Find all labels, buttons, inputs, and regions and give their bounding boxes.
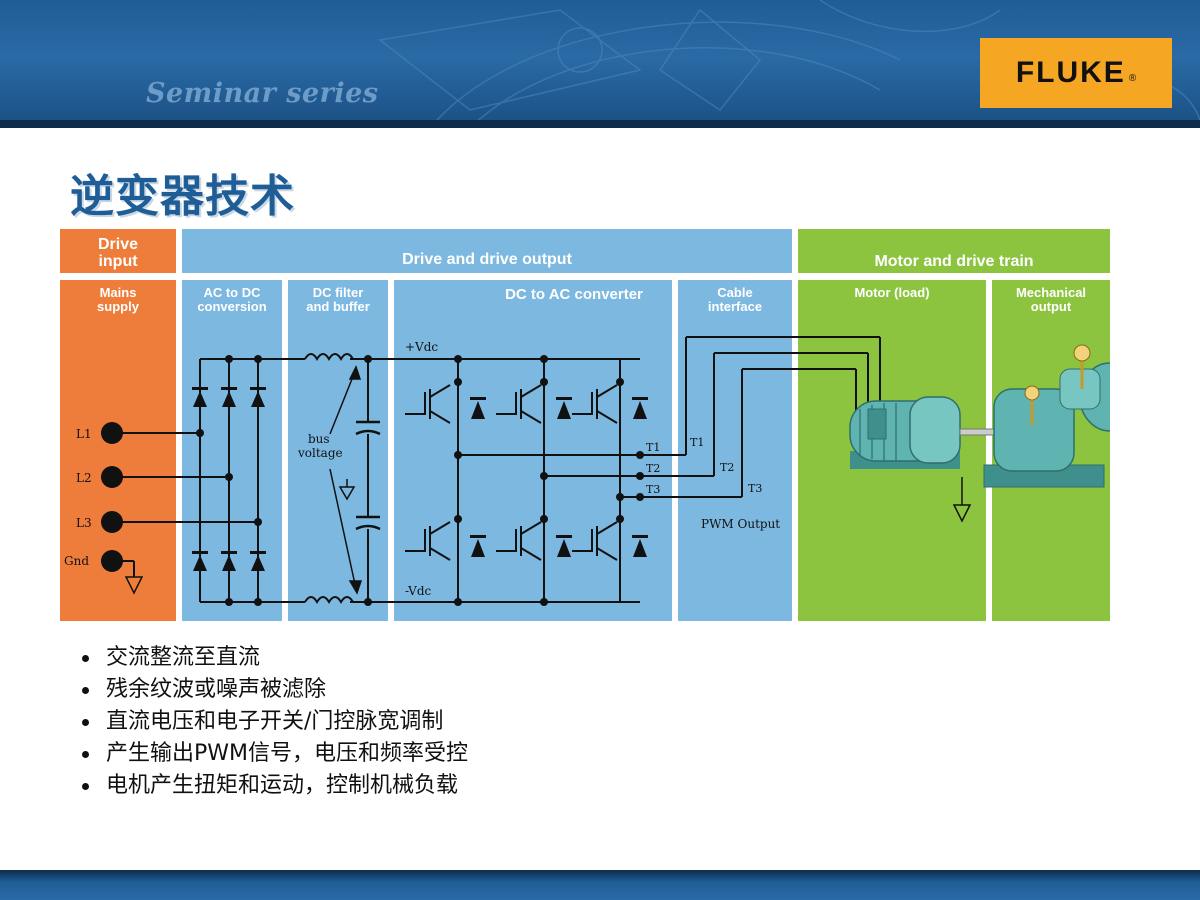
cable-label-2: interface — [708, 299, 762, 314]
mechanical-load-illustration — [983, 344, 1110, 488]
igbt-top-1 — [405, 384, 451, 424]
bullet-item: 产生输出PWM信号，电压和频率受控 — [80, 738, 468, 770]
motor-train-label: Motor and drive train — [874, 253, 1033, 270]
mains-label-1: Mains — [100, 285, 137, 300]
dc-ac-label: DC to AC converter — [505, 286, 643, 303]
t1-cable-label: T1 — [690, 436, 704, 449]
t3-cable-label: T3 — [748, 482, 762, 495]
bullet-text: 产生输出PWM信号，电压和频率受控 — [106, 741, 469, 766]
bullet-text: 残余纹波或噪声被滤除 — [106, 677, 327, 702]
bullet-dot — [82, 719, 89, 726]
bullet-item: 残余纹波或噪声被滤除 — [80, 674, 468, 706]
inductors — [304, 353, 354, 604]
dc-ac-panel — [394, 280, 672, 621]
cable-panel — [678, 280, 792, 621]
drive-output-header — [182, 229, 792, 273]
ac-dc-label-1: AC to DC — [203, 285, 261, 300]
drive-output-label: Drive and drive output — [402, 251, 572, 268]
header-decoration — [0, 0, 1200, 128]
ground-symbols — [124, 477, 972, 595]
l2-label: L2 — [76, 471, 92, 485]
pwm-output-label: PWM Output — [701, 517, 780, 531]
inverter-diagram-svg: Drive input Drive and drive output Motor… — [60, 229, 1110, 621]
drive-input-header — [60, 229, 176, 273]
rectifier-diodes — [192, 387, 266, 571]
mains-label-2: supply — [97, 299, 140, 314]
mechanical-label-1: Mechanical — [1016, 285, 1086, 300]
fluke-logo-text: FLUKE — [1015, 56, 1126, 89]
footer-banner — [0, 870, 1200, 900]
bullet-text: 交流整流至直流 — [106, 645, 261, 670]
bullet-text: 电机产生扭矩和运动，控制机械负载 — [106, 773, 459, 798]
t1-inner-label: T1 — [646, 441, 660, 454]
drive-input-label-1: Drive — [98, 236, 138, 253]
page-title: 逆变器技术 — [70, 171, 295, 222]
t2-cable-label: T2 — [720, 461, 734, 474]
bullet-dot — [82, 751, 89, 758]
dc-filter-label-2: and buffer — [306, 299, 370, 314]
circuit-wires — [112, 336, 881, 603]
bus-voltage-arrows — [329, 365, 363, 595]
ac-dc-label-2: conversion — [197, 299, 266, 314]
cable-label-1: Cable — [717, 285, 752, 300]
igbt-top-2 — [496, 384, 542, 424]
l3-label: L3 — [76, 516, 92, 530]
bullet-item: 电机产生扭矩和运动，控制机械负载 — [80, 770, 468, 802]
mechanical-label-2: output — [1031, 299, 1072, 314]
gnd-label: Gnd — [64, 554, 89, 568]
motor-label: Motor (load) — [854, 285, 929, 300]
igbt-top-3 — [572, 384, 618, 424]
vdc-neg-label: -Vdc — [405, 584, 432, 598]
t2-inner-label: T2 — [646, 462, 660, 475]
t3-inner-label: T3 — [646, 483, 660, 496]
bullet-dot — [82, 783, 89, 790]
dc-filter-panel — [288, 280, 388, 621]
junction-dots — [196, 355, 644, 606]
supply-terminals — [101, 422, 123, 572]
seminar-series-label: Seminar series — [146, 78, 379, 109]
igbt-bot-3 — [572, 521, 618, 561]
fluke-logo: FLUKE ® — [980, 38, 1172, 108]
capacitors — [355, 420, 381, 531]
igbt-bot-2 — [496, 521, 542, 561]
header-banner: Seminar series FLUKE ® — [0, 0, 1200, 128]
bullet-item: 直流电压和电子开关/门控脉宽调制 — [80, 706, 468, 738]
bullet-dot — [82, 687, 89, 694]
motor-illustration — [849, 396, 997, 469]
motor-train-header — [798, 229, 1110, 273]
bullet-list: 交流整流至直流 残余纹波或噪声被滤除 直流电压和电子开关/门控脉宽调制 产生输出… — [80, 642, 468, 802]
igbt-switches — [405, 384, 618, 561]
igbt-bot-1 — [405, 521, 451, 561]
inverter-diagram: Drive input Drive and drive output Motor… — [60, 229, 1110, 621]
bullet-dot — [82, 655, 89, 662]
freewheel-diodes — [470, 397, 648, 557]
bullet-item: 交流整流至直流 — [80, 642, 468, 674]
vdc-pos-label: +Vdc — [405, 340, 438, 354]
l1-label: L1 — [76, 427, 92, 441]
bus-voltage-label-2: voltage — [297, 446, 343, 460]
drive-input-label-2: input — [98, 253, 138, 270]
fluke-logo-registered: ® — [1128, 72, 1137, 84]
bullet-text: 直流电压和电子开关/门控脉宽调制 — [106, 709, 444, 734]
dc-filter-label-1: DC filter — [313, 285, 364, 300]
bus-voltage-label-1: bus — [308, 432, 330, 446]
